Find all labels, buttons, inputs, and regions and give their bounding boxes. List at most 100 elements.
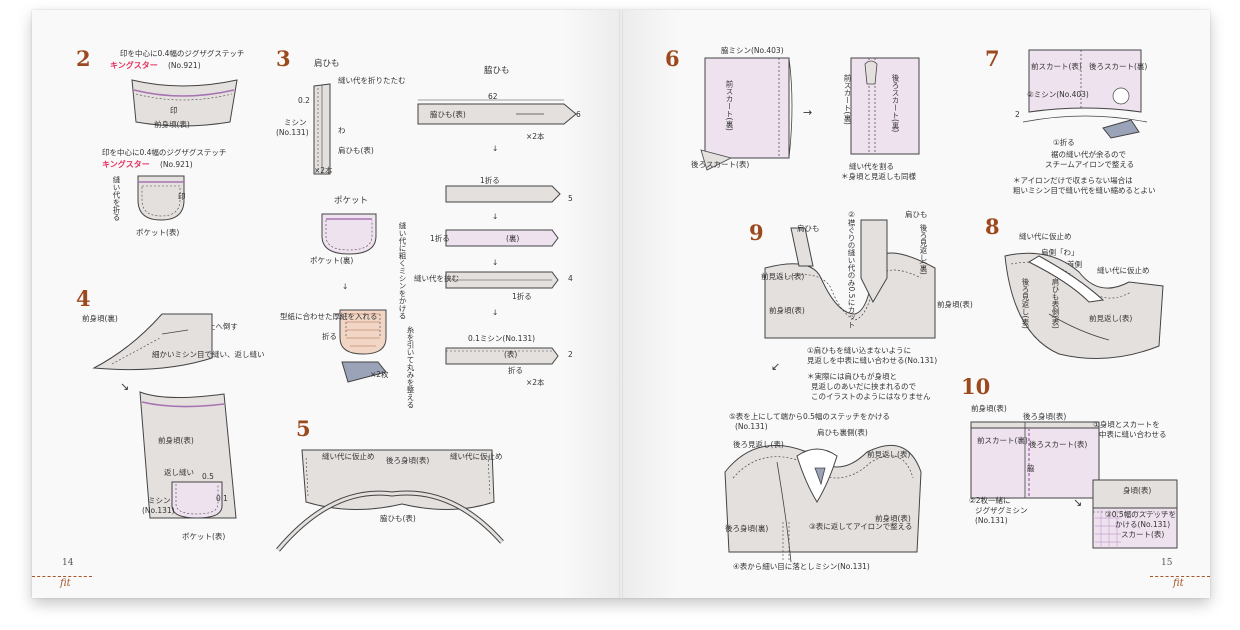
right-page: 6 脇ミシン(No.403) 前スカート(裏) 後ろスカート(表) → 前スカー… (621, 10, 1210, 598)
side-strap-count-label: ×2本 (526, 132, 545, 141)
step-10-1a: ①身頃とスカートを (1093, 420, 1160, 429)
fold-note-text: 縫い代を折りたたむ (338, 76, 406, 85)
back-bodice-back-label: 後ろ身頃(裏) (725, 524, 769, 533)
fine-stitch-label: 細かいミシン目で縫い、返し縫い (152, 350, 265, 360)
front-front-label: 前身頃(表) (158, 436, 194, 445)
step-6-note: ＊身頃と見返しも同様 (841, 172, 916, 181)
arrow-diagonal-1: ↘ (120, 380, 130, 393)
brand-code-2: (No.921) (160, 160, 193, 169)
back-skirt-back-label: 後ろスカート(裏) (891, 74, 900, 133)
arrow-right-6: → (803, 106, 813, 119)
topstitch-illustration (1092, 479, 1178, 549)
pieces-count-label: ×2枚 (370, 370, 389, 379)
pocket-illustration (137, 175, 185, 221)
step-9-note-3: このイラストのようにはなりません (811, 392, 931, 401)
front-bodice-label-9c: 前身頃(表) (875, 514, 911, 523)
strap-machine-code: (No.131) (276, 128, 309, 137)
arrow-down-4: ↓ (492, 258, 499, 267)
back-skirt-back-label-7: 後ろスカート(裏) (1089, 62, 1148, 71)
bodice-skirt-seam-illustration (970, 421, 1100, 499)
step-9-5b: (No.131) (735, 422, 768, 431)
front-side-label: (表) (504, 350, 518, 359)
step-9-4-label: ④表から細い目に落としミシン(No.131) (733, 562, 870, 571)
pocket-front-label: ポケット(表) (182, 532, 226, 541)
skirt-split-illustration (850, 57, 920, 155)
step-5-number: 5 (296, 416, 311, 441)
fine-stitch-text: 細かいミシン目で縫い、返し縫い (152, 350, 265, 359)
strap-title: 肩ひも (314, 59, 340, 69)
step-9-note-2: 見返しのあいだに挟まれるので (811, 382, 916, 391)
arrow-down-3: ↓ (492, 212, 499, 221)
baste-label-8b: 縫い代に仮止め (1097, 266, 1150, 275)
step-9-3-label: ③表に返してアイロンで整える (809, 522, 912, 532)
front-bodice-label-9b: 前身頃(表) (937, 300, 973, 309)
side-label-10: 脇 (1027, 464, 1035, 473)
strap-wa-label: 肩側「わ」 (1041, 248, 1079, 257)
pull-thread-label: 糸を引いて丸みを整える (406, 326, 415, 409)
mark-label-2: 印 (178, 192, 186, 201)
width-4-label: 4 (568, 274, 573, 283)
step-7-number: 7 (985, 46, 1000, 71)
step-9-note-1: ＊実際には肩ひもが身頃と (807, 372, 897, 381)
wa-label: わ (338, 126, 346, 135)
front-facing-front-label: 前見返し(表) (867, 450, 911, 459)
step-7-note-1: 裾の縫い代が余るので (1051, 150, 1126, 159)
fold-word-label: 折る (508, 366, 523, 375)
pocket-paper-illustration (339, 309, 387, 383)
step-10-2b: ジグザグミシン (975, 506, 1028, 515)
pocket-machine-label: ミシン (148, 496, 171, 505)
strap-label-9b: 肩ひも (905, 210, 928, 219)
paper-label: 型紙に合わせた厚紙を入れる (280, 312, 378, 322)
step-7-note-4: 粗いミシン目で縫い代を縫い縮めるとよい (1013, 186, 1156, 195)
step-10-2c: (No.131) (975, 516, 1008, 525)
front-skirt-back-label-2: 前スカート(裏) (843, 74, 852, 125)
side-strap-front-label: 脇ひも(表) (430, 110, 466, 119)
back-facing-front-text: 後ろ見返し(表) (733, 440, 784, 449)
step-7-note-2: スチームアイロンで整える (1045, 160, 1135, 169)
baste-left-label: 縫い代に仮止め (322, 452, 375, 462)
hem-width-2-label: 2 (1015, 110, 1020, 119)
front-bodice-label: 前身頃(表) (154, 120, 190, 129)
page-number-right: 15 (1161, 558, 1173, 568)
pocket-title: ポケット (334, 196, 369, 206)
back-bodice-strap-illustration (276, 449, 504, 552)
dart-illustration (92, 313, 213, 371)
fold-1b-label: 1折る (430, 234, 450, 243)
baste-left-text: 縫い代に仮止め (322, 452, 375, 461)
fold-1-label: 1折る (480, 176, 500, 185)
footer-dash-right (1150, 576, 1210, 577)
footer-mark-left: fit (60, 578, 71, 589)
pocket-back-text: ポケット(裏) (310, 256, 354, 265)
step-3-number: 3 (276, 46, 291, 71)
step-4-number: 4 (76, 286, 91, 311)
side-strap-front-label-5: 脇ひも(表) (380, 514, 416, 523)
front-facing-label-8: 前見返し(表) (1089, 314, 1133, 323)
arrow-down-1: ↓ (342, 282, 349, 291)
skirt-side-seam-illustration (700, 57, 793, 171)
step-8-number: 8 (985, 214, 1000, 239)
fold-1c-label: 1折る (512, 292, 532, 301)
step-2-number: 2 (76, 46, 91, 71)
pocket-back-label: ポケット(裏) (310, 256, 353, 266)
front-bodice-pocket-illustration (139, 391, 237, 519)
back-skirt-front-label-10: 後ろスカート(表) (1029, 440, 1088, 449)
facing-neckline-illustration (764, 219, 936, 339)
strap-count-label: ×2本 (314, 166, 333, 175)
baste-right-label: 縫い代に仮止め (450, 452, 503, 462)
side-strap-tuck-illustration (445, 271, 559, 289)
neck-side-label: 首側 (1067, 260, 1082, 269)
cut-note-label: ②襟ぐりの縫い代のみ0.5にカット (847, 210, 856, 329)
coarse-stitch-label: 縫い代に粗くミシンをかける (398, 222, 407, 320)
book-spread: 2 印を中心に0.4幅のジグザグステッチ キングスター (No.921) 印 前… (32, 10, 1210, 598)
side-strap-back-illustration (445, 229, 559, 247)
side-machine-label: 脇ミシン(No.403) (721, 46, 784, 55)
footer-dash-left (32, 576, 92, 577)
strap-label-9: 肩ひも (797, 224, 820, 233)
width-2-label: 2 (568, 350, 573, 359)
step-10-2a: ②2枚一緒に (969, 496, 1011, 505)
width-0-1-label: 0.1 (216, 494, 228, 503)
book-spine (619, 10, 623, 598)
strap-back-label: 肩ひも裏側(表) (817, 428, 868, 437)
width-0-2-label: 0.2 (298, 96, 310, 105)
front-bodice-label-10: 前身頃(表) (971, 404, 1007, 413)
